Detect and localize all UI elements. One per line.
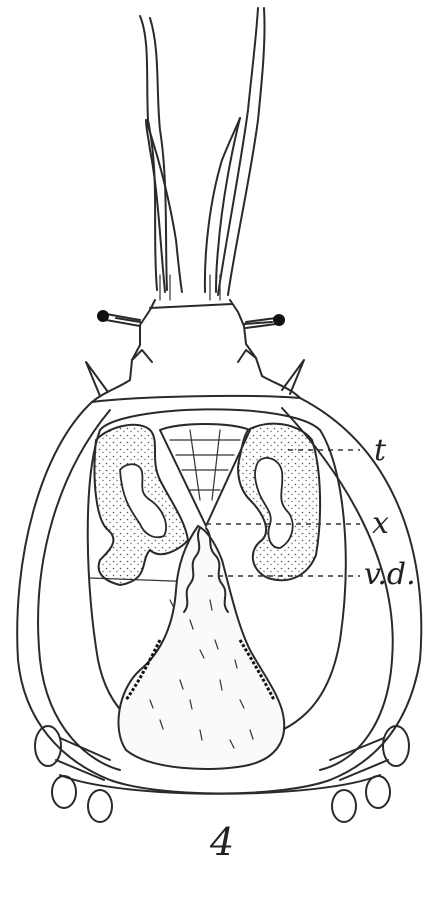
label-t: t [374,433,387,468]
testis-right [238,424,320,581]
figure-number: 4 [209,820,234,864]
antennae [140,8,265,300]
label-x: x [372,506,389,541]
label-vd: v.d. [364,557,416,592]
eye-right [246,314,285,328]
testis-left [95,425,189,585]
